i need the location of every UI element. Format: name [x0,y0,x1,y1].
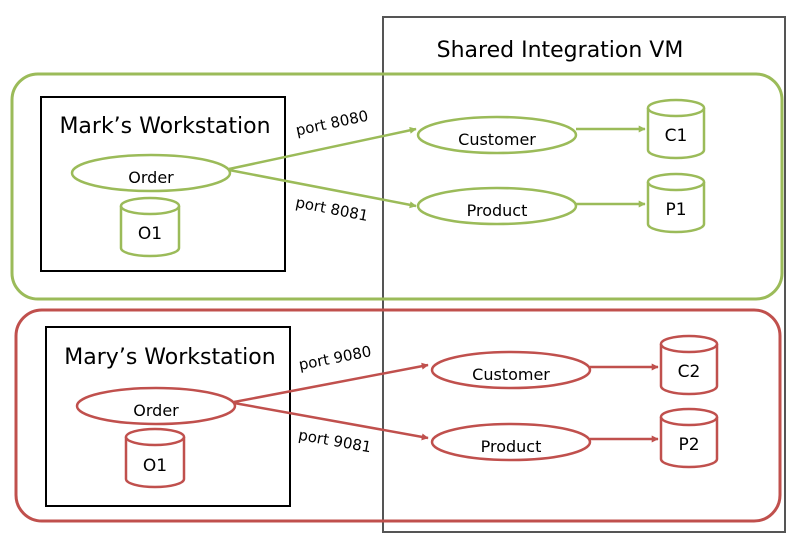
mark-order-label: Order [128,168,174,187]
mark-environment-group [10,72,784,301]
mary-arrow-order-customer [233,362,429,404]
mary-product-db-label: P2 [678,435,699,455]
mary-product-service [430,422,592,462]
mark-customer-service [416,115,578,155]
mary-port-customer-label: port 9080 [297,342,373,374]
mark-product-service [416,186,578,226]
mark-port-customer-label: port 8080 [294,107,370,140]
mary-product-label: Product [481,437,542,456]
mary-order-db-label: O1 [143,456,167,476]
mary-port-product-label: port 9081 [297,426,373,457]
mark-product-label: Product [467,201,528,220]
mary-customer-label: Customer [472,365,550,384]
mark-arrow-order-product [228,168,417,209]
mary-order-db-icon [124,427,186,489]
mary-customer-service [430,350,592,390]
mark-order-db-label: O1 [138,224,162,244]
mary-order-service [75,386,237,426]
mark-customer-db-label: C1 [665,126,688,146]
mary-order-label: Order [133,401,179,420]
mark-workstation-box [40,96,286,272]
mary-workstation-title: Mary’s Workstation [64,345,275,370]
mary-customer-db-label: C2 [678,362,701,382]
mary-product-db-icon [659,407,719,469]
mark-customer-db-icon [646,98,706,160]
mary-workstation-box [45,326,291,507]
mary-customer-db-icon [659,334,719,396]
mark-order-service [70,153,232,193]
mark-customer-label: Customer [458,130,536,149]
mary-arrow-order-product [233,401,429,441]
mark-product-db-label: P1 [665,200,686,220]
shared-vm-title: Shared Integration VM [437,38,684,63]
mark-order-db-icon [119,196,181,258]
shared-vm-box [382,16,786,533]
mark-port-product-label: port 8081 [294,193,370,225]
mark-workstation-title: Mark’s Workstation [59,114,270,139]
mark-arrow-order-customer [228,126,417,171]
mary-environment-group [14,308,782,523]
mark-product-db-icon [646,172,706,234]
